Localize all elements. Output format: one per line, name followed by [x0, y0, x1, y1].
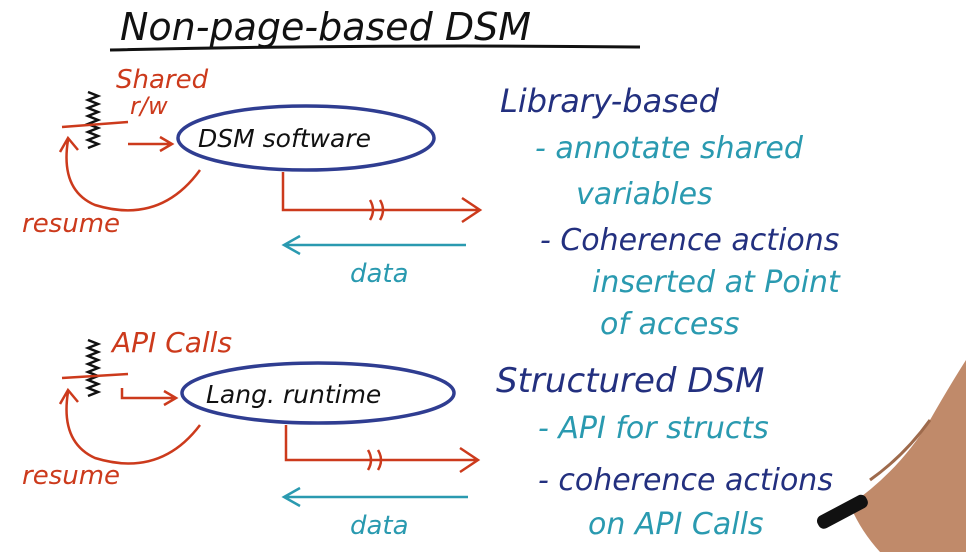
structured-point-1: - API for structs — [538, 411, 769, 446]
lang-runtime-ellipse — [180, 361, 456, 425]
outgoing-arrow-bottom — [284, 425, 481, 474]
call-arrow-top — [128, 135, 175, 153]
resume-loop-bottom — [58, 387, 201, 465]
shared-label: Shared — [116, 65, 209, 95]
title-underline — [109, 44, 641, 52]
page-title: Non-page-based DSM — [120, 5, 531, 49]
library-point-2-line-2: inserted at Point — [592, 265, 841, 300]
rw-label: r/w — [130, 92, 168, 120]
outgoing-arrow-top — [281, 172, 483, 224]
dsm-software-label: DSM software — [198, 124, 371, 153]
dsm-software-ellipse — [176, 104, 436, 172]
data-label-bottom: data — [350, 511, 409, 541]
library-point-1-line-1: - annotate shared — [535, 131, 804, 166]
thread-spring-icon — [84, 90, 102, 150]
thread-crossbar — [61, 120, 129, 129]
structured-point-2-line-2: on API Calls — [588, 507, 764, 542]
api-calls-label: API Calls — [110, 326, 232, 359]
resume-loop-top — [58, 135, 202, 212]
library-based-heading: Library-based — [500, 82, 720, 120]
library-point-1-line-2: variables — [576, 177, 713, 212]
structured-point-2-line-1: - coherence actions — [538, 463, 833, 498]
data-arrow-bottom — [281, 486, 468, 508]
library-point-2-line-1: - Coherence actions — [540, 223, 839, 258]
thread-crossbar-bottom — [61, 372, 129, 380]
thread-spring-icon-bottom — [84, 338, 102, 398]
call-arrow-bottom — [120, 388, 179, 407]
lang-runtime-label: Lang. runtime — [206, 380, 381, 409]
data-arrow-top — [281, 234, 466, 256]
data-label-top: data — [350, 259, 409, 289]
library-point-2-line-3: of access — [600, 307, 740, 342]
resume-label-bottom: resume — [22, 461, 120, 491]
resume-label-top: resume — [22, 209, 120, 239]
presenter-hand — [816, 360, 966, 552]
structured-dsm-heading: Structured DSM — [496, 361, 764, 401]
